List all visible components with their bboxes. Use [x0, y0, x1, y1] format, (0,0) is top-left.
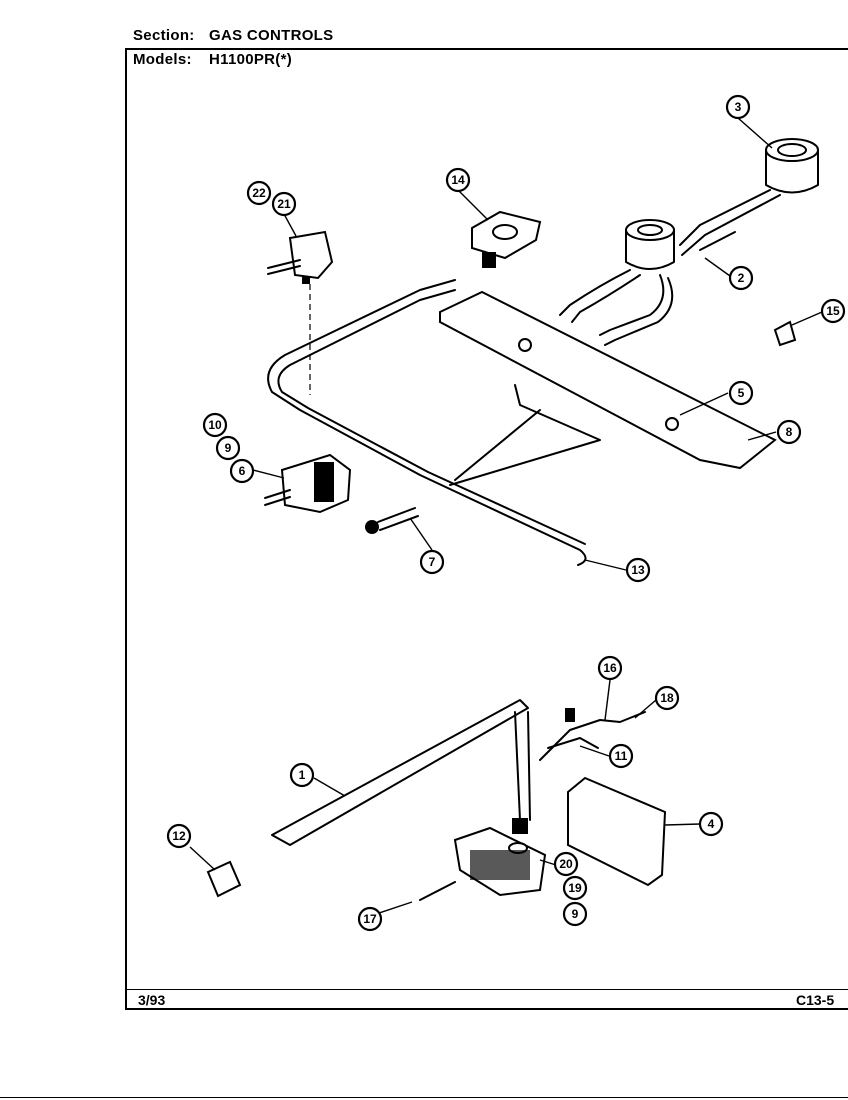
svg-text:21: 21 — [277, 197, 291, 211]
callout-5: 5 — [728, 380, 754, 406]
svg-text:4: 4 — [708, 817, 715, 831]
part-20-valve — [453, 826, 547, 897]
callout-4: 4 — [698, 811, 724, 837]
callout-7: 7 — [419, 549, 445, 575]
callout-6: 6 — [229, 458, 255, 484]
wire-harness — [539, 708, 646, 761]
leader-lines — [189, 117, 823, 917]
svg-text:22: 22 — [252, 186, 266, 200]
callout-18: 18 — [654, 685, 680, 711]
callout-11: 11 — [608, 743, 634, 769]
part-21-switch — [267, 230, 334, 284]
callout-3: 3 — [725, 94, 751, 120]
callout-12: 12 — [166, 823, 192, 849]
part-12-clip — [206, 860, 242, 898]
part-6-valve — [264, 453, 352, 514]
callout-16: 16 — [597, 655, 623, 681]
svg-text:12: 12 — [172, 829, 186, 843]
callout-10: 10 — [202, 412, 228, 438]
svg-text:18: 18 — [660, 691, 674, 705]
svg-text:13: 13 — [631, 563, 645, 577]
svg-text:20: 20 — [559, 857, 573, 871]
models-label: Models: — [133, 51, 192, 68]
svg-text:15: 15 — [826, 304, 840, 318]
callout-20: 20 — [553, 851, 579, 877]
section-label: Section: — [133, 27, 195, 44]
page-bottom-rule — [0, 1097, 848, 1098]
callout-2: 2 — [728, 265, 754, 291]
svg-text:9: 9 — [572, 907, 579, 921]
part-17-screw — [419, 881, 456, 901]
callout-1: 1 — [289, 762, 315, 788]
callout-21: 21 — [271, 191, 297, 217]
part-1-pipe — [271, 699, 531, 846]
part-15-clip — [773, 320, 797, 347]
svg-text:2: 2 — [738, 271, 745, 285]
callout-9-upper: 9 — [215, 435, 241, 461]
callout-8: 8 — [776, 419, 802, 445]
burner-assembly — [559, 138, 819, 346]
svg-text:1: 1 — [299, 768, 306, 782]
callout-13: 13 — [625, 557, 651, 583]
callout-14: 14 — [445, 167, 471, 193]
svg-text:7: 7 — [429, 555, 436, 569]
svg-text:10: 10 — [208, 418, 222, 432]
callout-22: 22 — [246, 180, 272, 206]
svg-text:5: 5 — [738, 386, 745, 400]
callout-19: 19 — [562, 875, 588, 901]
models-value: H1100PR(*) — [209, 51, 293, 68]
callout-9-lower: 9 — [562, 901, 588, 927]
footer-date: 3/93 — [138, 992, 166, 1008]
section-header: Section: GAS CONTROLS — [133, 27, 333, 44]
diagram-frame — [125, 48, 848, 1010]
svg-text:9: 9 — [225, 441, 232, 455]
part-7 — [365, 507, 419, 534]
svg-text:11: 11 — [615, 749, 628, 763]
footer-divider — [125, 989, 848, 990]
svg-text:19: 19 — [568, 881, 582, 895]
svg-text:8: 8 — [786, 425, 793, 439]
section-value: GAS CONTROLS — [209, 27, 334, 44]
part-14-valve — [471, 210, 542, 268]
svg-text:14: 14 — [451, 173, 465, 187]
callout-15: 15 — [820, 298, 846, 324]
svg-text:3: 3 — [735, 100, 742, 114]
svg-text:6: 6 — [239, 464, 246, 478]
models-header: Models: H1100PR(*) — [133, 51, 292, 68]
footer-page-code: C13-5 — [796, 992, 835, 1008]
part-4-bracket — [567, 776, 667, 887]
part-8-bracket — [439, 290, 777, 470]
svg-text:17: 17 — [363, 912, 377, 926]
callout-17: 17 — [357, 906, 383, 932]
svg-text:16: 16 — [603, 661, 617, 675]
